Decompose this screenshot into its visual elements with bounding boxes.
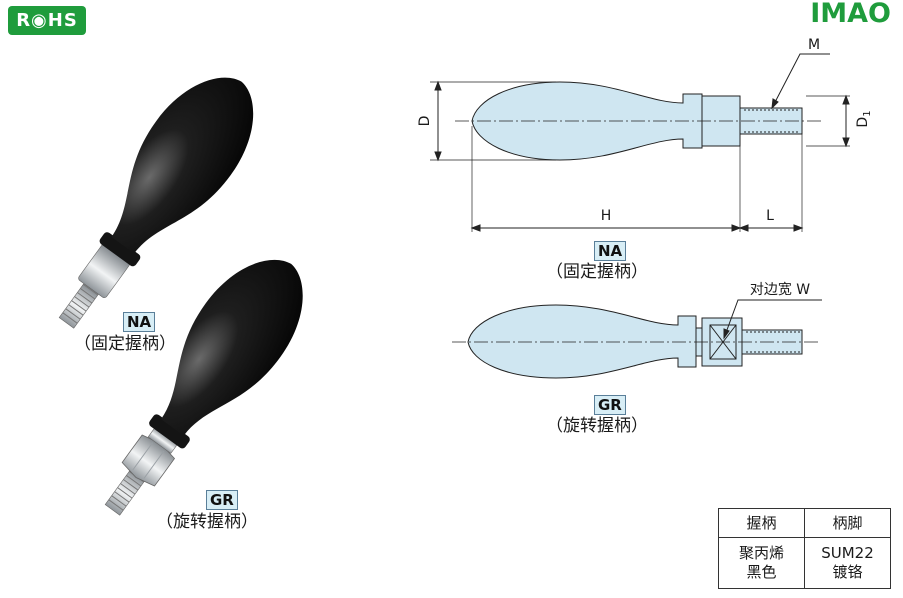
spec-header-stem: 柄脚 [804,508,891,538]
gr-photo-label: GR [206,490,238,510]
spec-header-row: 握柄 柄脚 [718,508,891,538]
product-photos [58,77,303,516]
na-code-tag: NA [123,312,156,332]
gr-drawing-code-tag: GR [594,395,626,415]
na-drawing-caption: （固定握柄） [546,262,648,282]
m-leader-line [771,53,830,109]
imao-logo: IMAO [810,0,891,29]
h-label: H [601,208,612,224]
rohs-badge: R◉HS [8,6,86,35]
na-handle-photo [58,77,254,329]
gr-handle-photo [104,259,303,516]
w-leader-line [723,299,822,339]
m-label: M [808,37,820,53]
spec-value-row: 聚丙烯 黑色 SUM22 镀铬 [718,537,891,589]
na-drawing-code-tag: NA [594,241,627,261]
l-label: L [766,208,774,224]
gr-drawing [452,299,822,379]
gr-drawing-label: GR [594,395,626,415]
gr-grip-outline [467,304,697,379]
gr-photo-caption: （旋转握柄） [156,512,258,532]
na-photo-label: NA [123,312,156,332]
d-label: D [417,116,433,127]
na-drawing [430,53,850,232]
gr-code-tag: GR [206,490,238,510]
na-drawing-label: NA [594,241,627,261]
spec-header-grip: 握柄 [718,508,805,538]
spec-grip-material: 聚丙烯 黑色 [718,537,805,589]
d1-label: D1 [855,110,873,127]
w-label: 对边宽 W [750,281,810,298]
spec-stem-material: SUM22 镀铬 [804,537,891,589]
material-spec-table: 握柄 柄脚 聚丙烯 黑色 SUM22 镀铬 [718,508,891,589]
na-photo-caption: （固定握柄） [74,334,176,354]
gr-drawing-caption: （旋转握柄） [546,416,648,436]
